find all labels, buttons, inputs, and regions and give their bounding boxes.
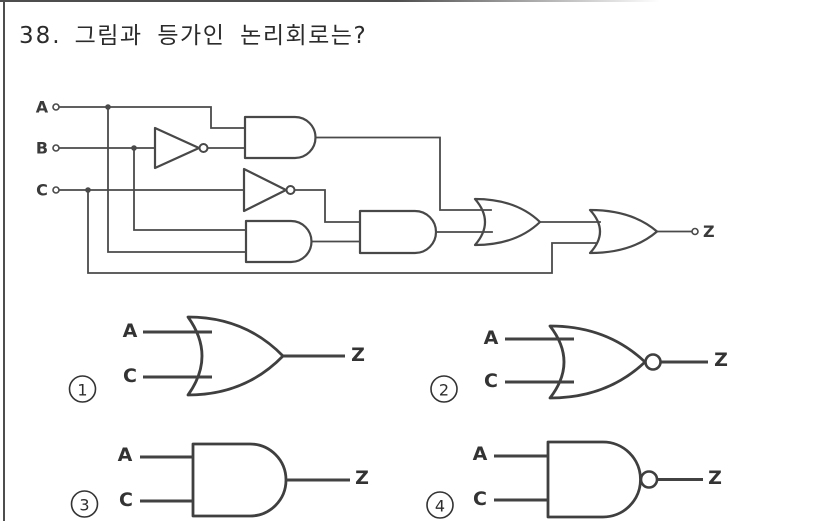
option-3[interactable]: 3 A C Z	[70, 442, 369, 518]
option-4-number: 4	[435, 497, 445, 516]
option-1-number-circle	[68, 375, 97, 403]
option-3-label-c: C	[119, 489, 133, 511]
option-2-nor-gate	[548, 324, 647, 400]
option-2-number: 2	[439, 381, 449, 400]
and-gate-1	[243, 115, 317, 160]
terminal-a	[52, 103, 60, 111]
question-text: 그림과 등가인 논리회로는?	[74, 23, 368, 49]
not-gate-c	[242, 167, 288, 213]
option-2-bubble	[644, 353, 662, 371]
junction-b	[131, 145, 137, 151]
not-gate-b	[153, 126, 201, 170]
option-1-label-a: A	[123, 320, 138, 342]
option-4-number-circle	[426, 491, 454, 519]
question-number: 38.	[19, 23, 62, 49]
main-circuit: A B C Z	[36, 98, 715, 274]
terminal-z	[691, 227, 699, 236]
option-3-number-circle	[70, 490, 99, 518]
question-title: 38. 그림과 등가인 논리회로는?	[19, 16, 367, 50]
wire-input-a	[58, 106, 246, 129]
and-gate-3	[358, 209, 438, 255]
option-2-label-a: A	[484, 327, 499, 349]
not-c-bubble	[285, 185, 296, 195]
input-label-c: C	[36, 181, 48, 200]
option-4[interactable]: 4 A C Z	[426, 440, 722, 519]
not-b-bubble	[198, 143, 209, 153]
option-4-nand-gate	[546, 440, 642, 519]
option-3-label-z: Z	[355, 467, 369, 489]
wire-notc-out	[285, 189, 361, 223]
option-2[interactable]: 2 A C Z	[430, 324, 728, 403]
option-3-and-gate	[191, 442, 288, 518]
option-2-label-c: C	[484, 370, 498, 392]
option-3-number: 3	[79, 496, 89, 515]
wire-b-branch	[133, 147, 247, 231]
input-label-b: B	[36, 139, 48, 158]
option-3-label-a: A	[118, 444, 133, 466]
or-gate-2	[588, 208, 659, 255]
option-1[interactable]: 1 A C Z	[68, 315, 365, 403]
wire-c-branch-bottom	[87, 189, 598, 274]
left-border-line	[3, 2, 5, 521]
option-4-label-c: C	[473, 488, 487, 510]
or-gate-1	[473, 197, 542, 247]
option-4-bubble	[639, 470, 659, 489]
wire-and1-out	[314, 136, 492, 211]
option-1-or-gate	[186, 315, 285, 397]
junction-c	[85, 187, 91, 193]
option-4-label-z: Z	[708, 467, 722, 489]
option-1-label-c: C	[123, 365, 137, 387]
option-1-label-z: Z	[351, 344, 365, 366]
option-1-number: 1	[77, 381, 87, 400]
terminal-c	[52, 186, 60, 194]
option-2-label-z: Z	[714, 349, 728, 371]
top-border-line	[0, 0, 660, 2]
wire-a-branch	[107, 106, 247, 253]
and-gate-2	[244, 219, 313, 264]
output-label-z: Z	[703, 222, 715, 241]
terminal-b	[52, 144, 60, 152]
input-label-a: A	[36, 98, 49, 117]
option-4-label-a: A	[473, 443, 488, 465]
junction-a	[105, 104, 111, 110]
option-2-number-circle	[430, 375, 458, 403]
